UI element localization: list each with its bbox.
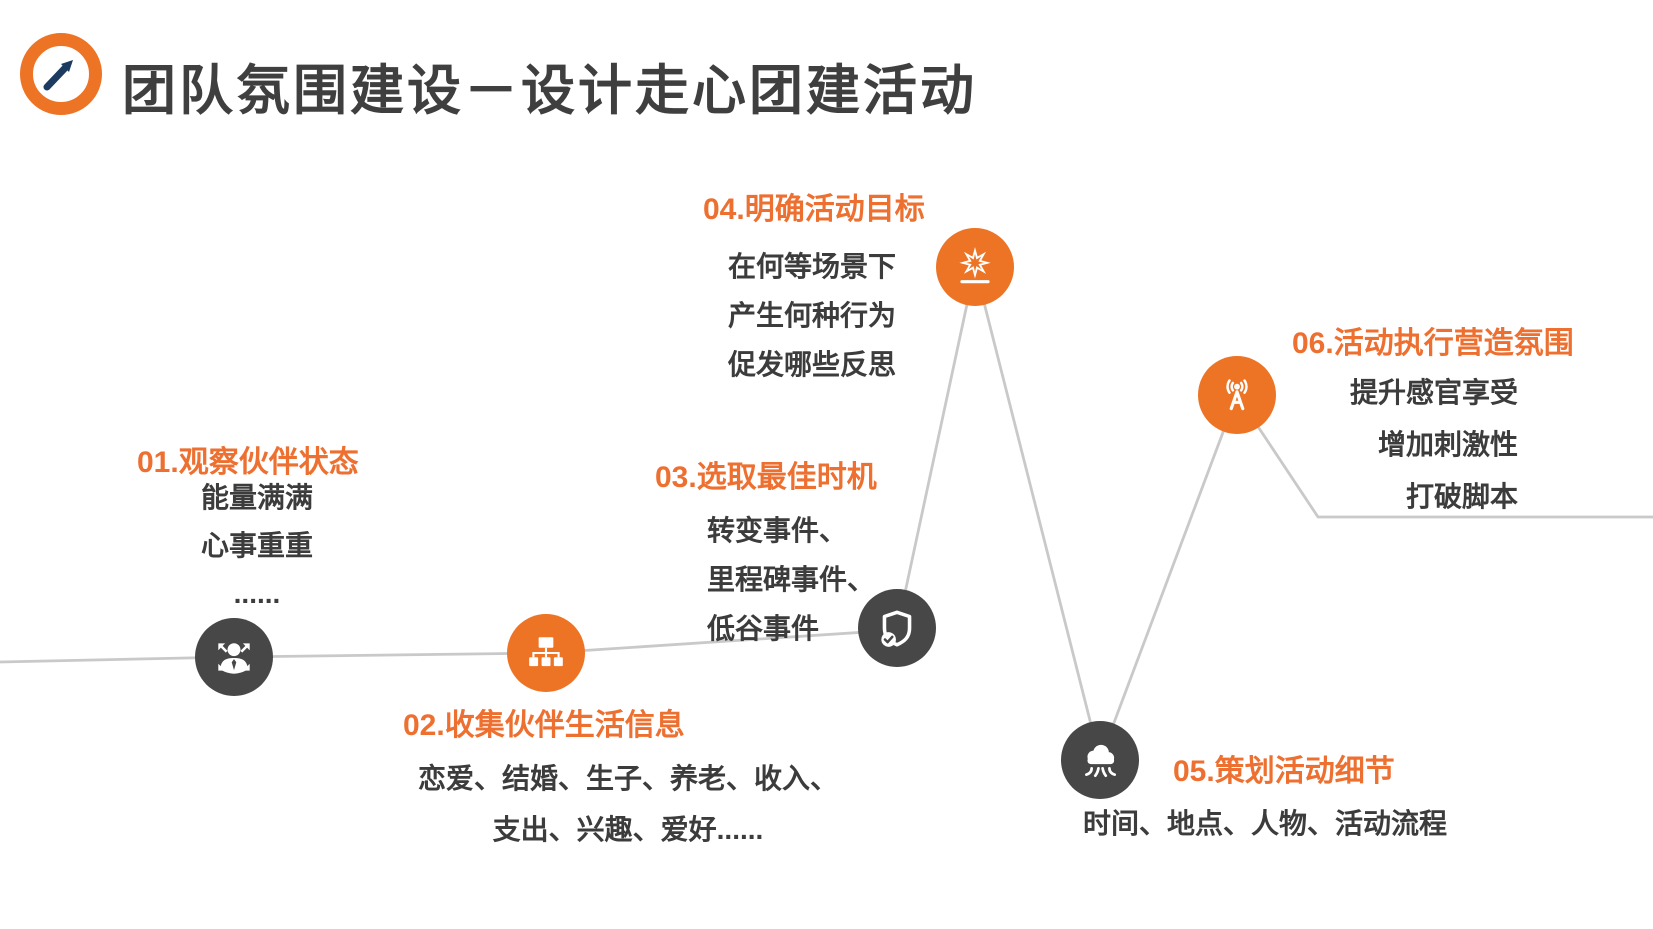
step-body-6: 提升感官享受 增加刺激性 打破脚本 xyxy=(1350,367,1518,523)
logo xyxy=(20,33,102,115)
step-body-line: 里程碑事件、 xyxy=(707,564,876,595)
step-body-line: 时间、地点、人物、活动流程 xyxy=(1083,808,1448,839)
step-body-line: 心事重重 xyxy=(200,530,313,561)
step-body-line: 促发哪些反思 xyxy=(728,349,897,380)
step-body-line: 支出、兴趣、爱好...... xyxy=(492,814,764,845)
step-body-line: 低谷事件 xyxy=(707,613,820,644)
step-body-line: 转变事件、 xyxy=(707,515,848,546)
step-heading-6: 06.活动执行营造氛围 xyxy=(1292,327,1574,360)
step-body-1: 能量满满 心事重重 ...... xyxy=(137,474,377,618)
step-heading-5: 05.策划活动细节 xyxy=(1173,755,1395,788)
step-body-line: ...... xyxy=(233,578,281,609)
step-heading-2: 02.收集伙伴生活信息 xyxy=(403,709,685,742)
rain-cloud-icon xyxy=(1085,744,1116,778)
step-body-line: 在何等场景下 xyxy=(728,251,897,282)
step-node-2 xyxy=(507,614,585,692)
step-body-4: 在何等场景下 产生何种行为 促发哪些反思 xyxy=(728,242,896,389)
step-node-1 xyxy=(195,618,273,696)
step-body-line: 恋爱、结婚、生子、养老、收入、 xyxy=(417,763,838,794)
org-chart-icon xyxy=(529,637,563,667)
step-heading-1: 01.观察伙伴状态 xyxy=(137,446,359,479)
step-node-3 xyxy=(858,589,936,667)
step-node-4 xyxy=(936,228,1014,306)
broadcast-antenna-icon xyxy=(1226,379,1248,411)
step-node-5 xyxy=(1061,721,1139,799)
step-body-line: 增加刺激性 xyxy=(1377,429,1518,460)
step-body-5: 时间、地点、人物、活动流程 xyxy=(1083,804,1447,844)
step-heading-3: 03.选取最佳时机 xyxy=(655,461,877,494)
arrow-up-right-icon xyxy=(43,60,73,91)
step-body-line: 提升感官享受 xyxy=(1349,377,1518,408)
shield-check-icon xyxy=(881,610,912,647)
step-node-6 xyxy=(1198,356,1276,434)
explosion-icon xyxy=(959,247,991,284)
step-body-3: 转变事件、 里程碑事件、 低谷事件 xyxy=(707,506,875,653)
step-body-line: 产生何种行为 xyxy=(728,300,897,331)
person-arrows-icon xyxy=(218,643,250,674)
page-title: 团队氛围建设－设计走心团建活动 xyxy=(122,61,977,121)
step-body-2: 恋爱、结婚、生子、养老、收入、 支出、兴趣、爱好...... xyxy=(398,753,858,855)
step-body-line: 打破脚本 xyxy=(1405,481,1518,512)
step-body-line: 能量满满 xyxy=(200,482,313,513)
step-heading-4: 04.明确活动目标 xyxy=(703,193,925,226)
